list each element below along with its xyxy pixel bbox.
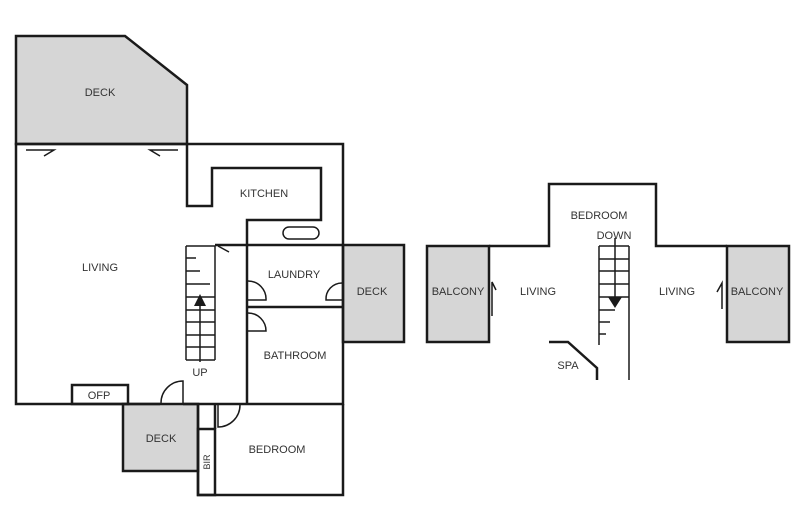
label-bir: BIR	[202, 454, 212, 470]
label-deck-right: DECK	[357, 286, 388, 298]
outer-wall	[14, 142, 345, 406]
label-upper-bedroom: BEDROOM	[571, 210, 628, 222]
bir-box	[196, 427, 217, 497]
stairs-upper	[598, 238, 630, 380]
label-up: UP	[192, 367, 207, 379]
deck-door	[325, 282, 343, 301]
arrow-up-icon	[194, 294, 206, 306]
upper-floor: BEDROOM DOWN BALCONY LIVING LIVING BALCO…	[425, 182, 791, 380]
bedroom-door	[217, 404, 241, 428]
sink	[282, 226, 320, 240]
kitchen-wall	[185, 144, 323, 404]
ground-floor: DECK LIVING KITCHEN LAUNDRY DECK BATHROO…	[14, 34, 406, 497]
slider-mark	[491, 281, 497, 316]
deck-bottom	[121, 402, 200, 473]
stairs	[185, 245, 216, 362]
label-bedroom: BEDROOM	[249, 444, 306, 456]
ofp-box	[70, 383, 130, 406]
slider-mark	[26, 149, 57, 157]
deck-right	[341, 243, 406, 344]
label-balcony-left: BALCONY	[432, 286, 485, 298]
laundry-door	[247, 280, 267, 301]
spa-wall	[549, 340, 599, 380]
door-mark	[217, 245, 230, 253]
deck-top	[14, 34, 189, 146]
label-down: DOWN	[597, 230, 632, 242]
entry-door	[160, 380, 184, 404]
label-laundry: LAUNDRY	[268, 269, 321, 281]
label-balcony-right: BALCONY	[731, 286, 784, 298]
label-kitchen: KITCHEN	[240, 188, 288, 200]
arrow-down-icon	[608, 297, 622, 308]
label-living-left: LIVING	[520, 286, 556, 298]
slider-mark	[147, 149, 178, 157]
label-living-right: LIVING	[659, 286, 695, 298]
label-deck-bottom: DECK	[146, 433, 177, 445]
label-deck-top: DECK	[85, 87, 116, 99]
balcony-right	[725, 244, 791, 344]
bathroom-door	[247, 312, 267, 332]
slider-mark	[716, 280, 723, 309]
balcony-left	[425, 244, 491, 344]
label-ofp: OFP	[88, 390, 111, 402]
label-living: LIVING	[82, 262, 118, 274]
upper-outer-wall	[489, 182, 727, 248]
label-spa: SPA	[557, 360, 579, 372]
label-bathroom: BATHROOM	[264, 350, 327, 362]
